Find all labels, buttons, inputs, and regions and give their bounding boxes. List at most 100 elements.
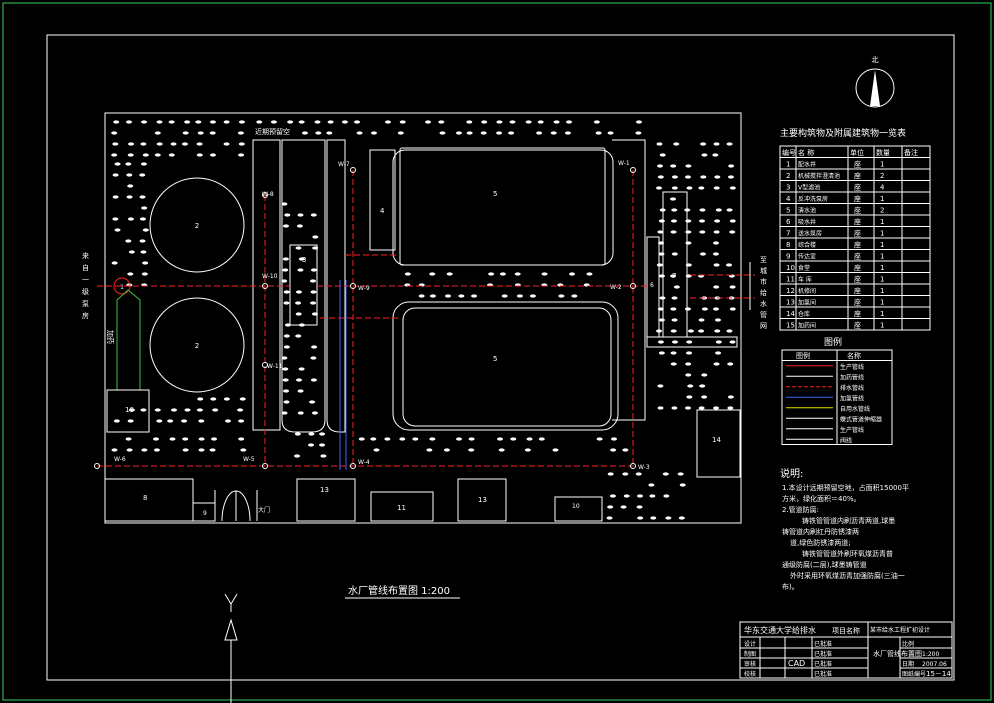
vertical-char: 管 — [760, 310, 767, 319]
tree-icon — [700, 175, 707, 179]
tree-icon — [673, 142, 680, 146]
tree-icon — [327, 120, 334, 124]
tree-icon — [713, 285, 720, 289]
tree-icon — [113, 120, 120, 124]
building-13-left — [296, 478, 356, 522]
tree-icon — [729, 219, 736, 223]
tree-icon — [127, 419, 134, 423]
note-line: 铸铁管管道外刷环氧煤沥青普 — [802, 549, 893, 558]
pipe-tag: W-1 — [618, 160, 630, 167]
tree-icon — [685, 164, 692, 168]
legend-table: 图例 图例名称生产管线加药管线排水管线加氯管线自用水管线蝶式管道伸缩器生产管线阀… — [781, 336, 893, 445]
pipe-tag: W-6 — [114, 456, 126, 463]
pipe-tag: W-4 — [358, 459, 370, 466]
tree-icon — [700, 142, 707, 146]
pipe-junction: W-11 — [262, 362, 283, 370]
tree-icon — [210, 397, 217, 401]
table-cell: 2 — [786, 172, 790, 180]
tree-icon — [670, 230, 677, 234]
tree-icon — [310, 356, 317, 360]
tree-icon — [671, 252, 678, 256]
tree-icon — [301, 131, 308, 135]
tree-icon — [114, 162, 121, 166]
tree-icon — [727, 395, 734, 399]
tree-icon — [309, 400, 316, 404]
tree-icon — [283, 345, 290, 349]
tree-icon — [609, 494, 616, 498]
table-title: 主要构筑物及附属建筑物一览表 — [780, 127, 906, 139]
tree-icon — [197, 397, 204, 401]
title-block — [739, 621, 953, 679]
tree-icon — [197, 131, 204, 135]
table-cell: 3 — [786, 184, 790, 192]
tree-icon — [659, 153, 666, 157]
scale-label: 比例 — [902, 640, 914, 648]
tree-icon — [665, 516, 672, 520]
tree-icon — [294, 432, 301, 436]
pipe-junction: W-2 — [610, 283, 636, 291]
tree-icon — [140, 408, 147, 412]
vertical-char: 网 — [760, 322, 767, 330]
tree-icon — [169, 437, 176, 441]
tree-icon — [671, 318, 678, 322]
tree-icon — [611, 437, 618, 441]
label-13a: 13 — [320, 486, 329, 494]
tree-icon — [648, 483, 655, 487]
tree-icon — [726, 142, 733, 146]
tree-icon — [114, 228, 121, 232]
school-name: 华东交通大学给排水 — [744, 625, 816, 635]
tree-icon — [635, 120, 642, 124]
table-cell: 综合楼 — [798, 241, 816, 249]
tree-icon — [481, 120, 488, 124]
tree-icon — [198, 419, 205, 423]
table-cell: 4 — [786, 195, 791, 203]
overflow-label: 加药 — [106, 330, 115, 344]
tree-icon — [686, 340, 693, 344]
tree-icon — [686, 186, 693, 190]
pipe-junction: W-9 — [350, 283, 370, 292]
legend-item: 蝶式管道伸缩器 — [786, 415, 882, 423]
pipe-gallery — [326, 139, 346, 433]
reserved-label: 近期预留空 — [255, 127, 290, 136]
pipe-tag: W-9 — [358, 285, 370, 292]
status-1: 已批准 — [814, 640, 832, 648]
pipe-junction: W-4 — [350, 459, 370, 469]
sheet-label: 图纸编号 — [902, 670, 926, 678]
tree-icon — [516, 294, 523, 298]
table-cell: 14 — [786, 310, 795, 318]
tree-icon — [610, 448, 617, 452]
tree-icon — [524, 448, 531, 452]
tree-icon — [637, 516, 644, 520]
tree-icon — [127, 217, 134, 221]
tree-icon — [139, 217, 146, 221]
tree-icon — [729, 186, 736, 190]
tree-icon — [181, 419, 188, 423]
tree-icon — [553, 120, 560, 124]
tree-icon — [715, 340, 722, 344]
date-label: 日期 — [902, 660, 914, 668]
v-filter — [289, 244, 318, 326]
tree-icon — [726, 263, 733, 267]
tree-icon — [126, 195, 133, 199]
tree-icon — [699, 208, 706, 212]
tree-icon — [686, 395, 693, 399]
tree-icon — [713, 230, 720, 234]
tree-icon — [283, 334, 290, 338]
dosing-building — [116, 289, 141, 391]
tree-icon — [209, 448, 216, 452]
tree-icon — [141, 206, 148, 210]
table-cell: 座 — [854, 183, 861, 192]
table-cell: 1 — [880, 310, 884, 318]
clarifier-1 — [149, 177, 245, 273]
tree-icon — [283, 301, 290, 305]
tree-icon — [224, 419, 231, 423]
tree-icon — [326, 131, 333, 135]
tree-icon — [281, 279, 288, 283]
tree-icon — [571, 294, 578, 298]
table-cell: 座 — [854, 160, 861, 169]
tree-icon — [128, 408, 135, 412]
tree-icon — [270, 120, 277, 124]
tree-icon — [315, 131, 322, 135]
building-10-bottom — [554, 496, 603, 522]
